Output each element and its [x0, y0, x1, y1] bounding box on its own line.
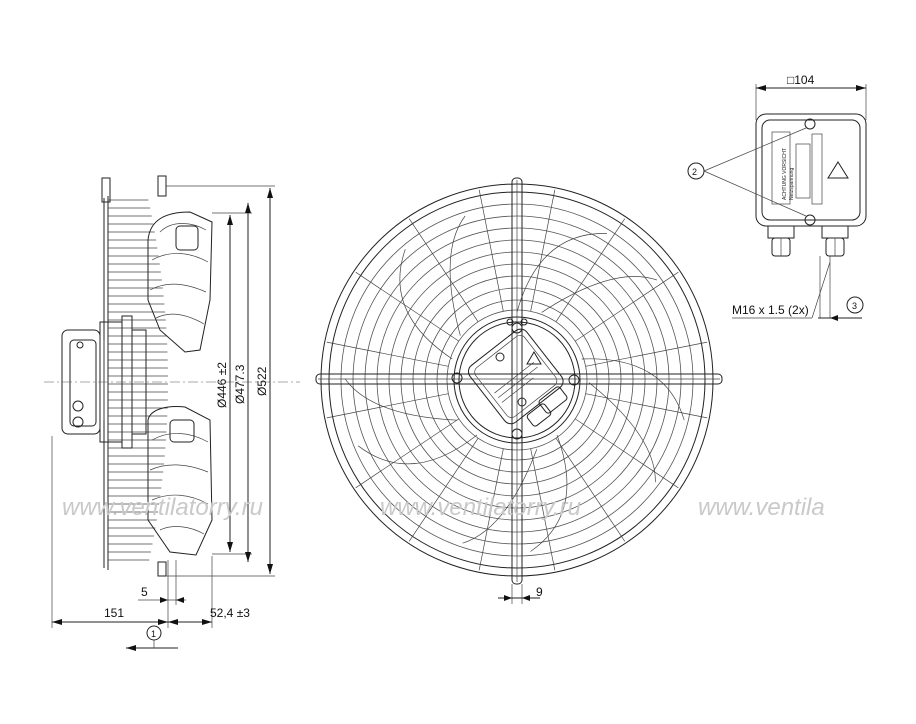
blade-trailing-edge — [541, 276, 658, 313]
guard-spoke — [530, 189, 556, 312]
blade-upper-profile — [147, 211, 213, 353]
blade-lower-profile — [147, 406, 213, 556]
dim-104-label: □104 — [787, 73, 815, 87]
motor-hub — [451, 316, 581, 444]
watermark: www.ventilatorry.ru www.ventilatorry.ru … — [62, 494, 825, 521]
strut-width-dimension: 9 — [498, 584, 543, 604]
dim-151-label: 151 — [104, 606, 124, 620]
guard-spoke — [326, 393, 449, 419]
diameter-dimensions: Ø446 ±2 Ø477.3 Ø522 — [166, 185, 275, 577]
svg-text:ACHTUNG VORSICHT: ACHTUNG VORSICHT — [782, 148, 788, 200]
blade-outlines — [344, 215, 685, 552]
guard-spoke — [555, 218, 626, 322]
blade-leading-edge — [530, 434, 568, 552]
guard-spoke — [575, 418, 679, 489]
guard-spoke — [575, 271, 679, 342]
guard-spoke — [478, 448, 504, 571]
guard-spoke — [585, 341, 708, 367]
cable-gland-label: M16 x 1.5 (2x) — [732, 303, 809, 317]
blade-leading-edge — [357, 434, 478, 465]
callout-2-label: 2 — [692, 167, 697, 177]
dia-446-label: Ø446 ±2 — [215, 362, 229, 408]
front-view: 9 — [315, 177, 723, 604]
watermark-text-1: www.ventilatorry.ru — [62, 494, 263, 521]
guard-spoke — [408, 218, 479, 322]
side-view: Ø446 ±2 Ø477.3 Ø522 5 151 52,4 ±3 1 — [44, 175, 300, 651]
callout-3-label: 3 — [852, 301, 857, 311]
terminal-box-view: □104 ACHTUNG VORSICHT Netzspannung 2 M16… — [687, 73, 867, 321]
guard-spoke — [355, 418, 459, 489]
dim-52-label: 52,4 ±3 — [210, 606, 250, 620]
svg-text:Netzspannung: Netzspannung — [789, 168, 795, 200]
watermark-text-3: www.ventila — [698, 494, 825, 521]
guard-spokes — [326, 189, 708, 571]
dim-9-label: 9 — [536, 585, 543, 599]
guard-spoke — [478, 189, 504, 312]
blade-leading-edge — [581, 358, 685, 421]
blade-leading-edge — [399, 249, 453, 360]
blade-trailing-edge — [449, 215, 466, 336]
guard-spoke — [555, 438, 626, 542]
callout-1-label: 1 — [151, 629, 156, 639]
dia-522-label: Ø522 — [255, 366, 269, 396]
blade-trailing-edge — [588, 382, 656, 483]
dim-5-label: 5 — [141, 585, 148, 599]
guard-spoke — [326, 341, 449, 367]
watermark-text-2: www.ventilatorry.ru — [380, 494, 581, 521]
guard-spoke — [355, 271, 459, 342]
blade-trailing-edge — [344, 378, 458, 421]
guard-spoke — [408, 438, 479, 542]
guard-spoke — [530, 448, 556, 571]
length-dimensions: 5 151 52,4 ±3 1 — [51, 436, 250, 651]
blade-trailing-edge — [462, 449, 538, 544]
blade-leading-edge — [516, 233, 607, 313]
dia-477-label: Ø477.3 — [233, 364, 247, 404]
guard-spoke — [585, 393, 708, 419]
